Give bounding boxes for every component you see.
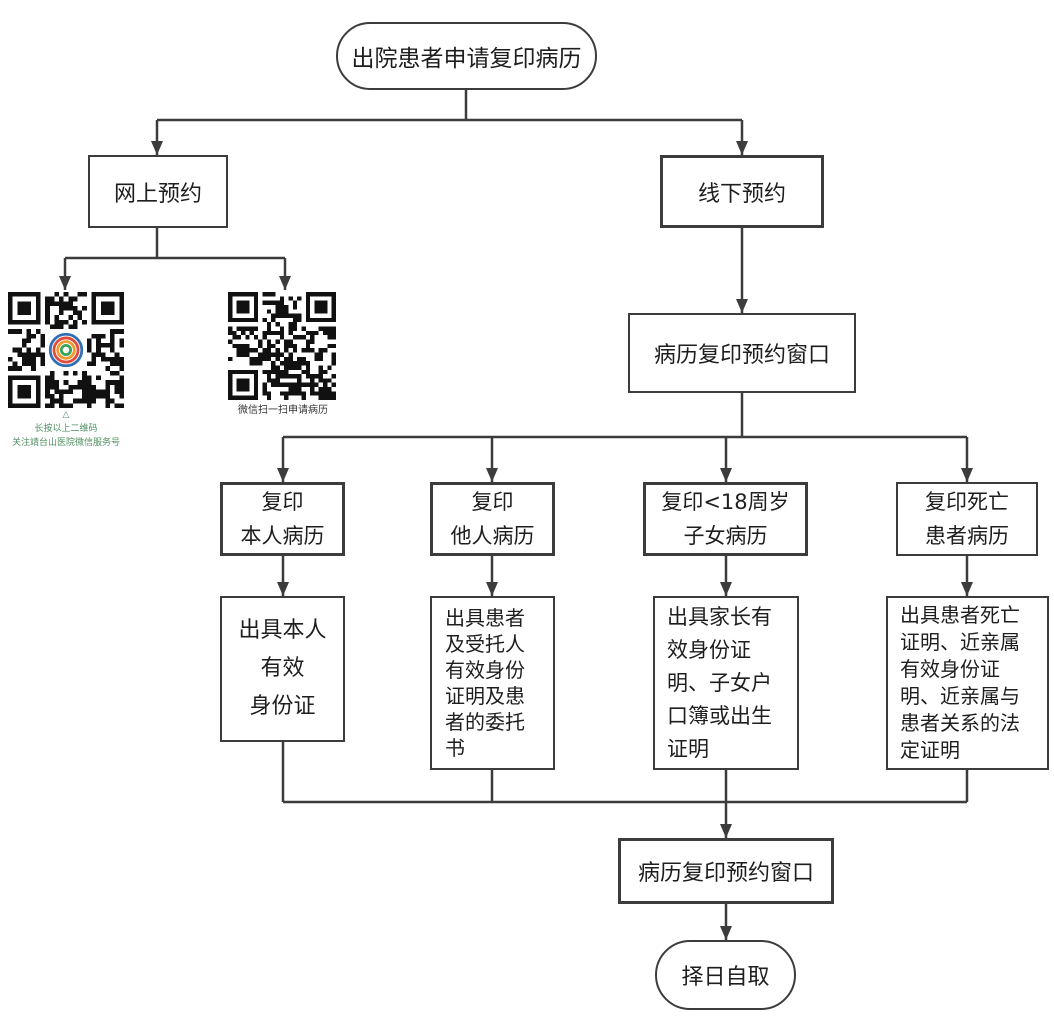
qr-account-caption-line: 关注靖台山医院微信服务号 [11, 438, 120, 448]
wechat-apply-qr-code [228, 292, 336, 400]
end-label: 择日自取 [681, 965, 770, 990]
requirement-line: 证明、近亲属 [900, 630, 1020, 654]
start-label: 出院患者申请复印病历 [351, 46, 582, 72]
case-minor-node: 复印<18周岁 子女病历 [643, 482, 808, 556]
requirement-line: 口簿或出生 [667, 703, 772, 728]
final-window-label: 病历复印预约窗口 [637, 861, 814, 886]
offline-booking-label: 线下预约 [697, 181, 786, 207]
requirement-line: 证明及患 [445, 684, 525, 708]
booking-window-node: 病历复印预约窗口 [628, 313, 856, 393]
requirement-line: 及受托人 [445, 632, 525, 656]
case-title-line: 复印 [261, 490, 304, 514]
online-booking-label: 网上预约 [113, 181, 202, 207]
requirement-line: 有效 [260, 656, 305, 681]
qr-account-caption-line: 长按以上二维码 [34, 424, 98, 434]
final-window-node: 病历复印预约窗口 [618, 838, 834, 904]
case-title-line: 患者病历 [925, 524, 1009, 548]
requirement-line: 出具患者死亡 [900, 603, 1020, 627]
requirement-line: 出具家长有 [667, 604, 772, 629]
requirement-line: 证明 [667, 736, 709, 761]
qr-account-marker: △ [62, 410, 70, 420]
case-self-node: 复印 本人病历 [220, 482, 345, 556]
requirement-minor-node: 出具家长有 效身份证 明、子女户 口簿或出生 证明 [653, 596, 799, 770]
requirement-line: 定证明 [900, 738, 960, 762]
requirement-line: 书 [445, 736, 465, 760]
requirement-line: 明、近亲属与 [900, 684, 1020, 708]
requirement-line: 效身份证 [667, 637, 751, 662]
case-title-line: 本人病历 [240, 524, 325, 548]
case-other-node: 复印 他人病历 [430, 482, 555, 556]
end-node: 择日自取 [655, 940, 796, 1010]
requirement-deceased-node: 出具患者死亡 证明、近亲属 有效身份证 明、近亲属与 患者关系的法 定证明 [886, 596, 1049, 770]
requirement-line: 有效身份 [445, 658, 525, 682]
requirement-line: 者的委托 [445, 710, 525, 734]
qr-account-caption: △ 长按以上二维码 关注靖台山医院微信服务号 [0, 408, 132, 450]
requirement-line: 身份证 [249, 694, 316, 719]
requirement-line: 出具本人 [238, 618, 327, 643]
booking-window-label: 病历复印预约窗口 [653, 343, 830, 368]
online-booking-node: 网上预约 [88, 155, 228, 228]
requirement-line: 明、子女户 [667, 670, 772, 695]
case-title-line: 他人病历 [450, 524, 535, 548]
wechat-account-qr-code [8, 292, 124, 408]
requirement-line: 有效身份证 [900, 657, 1000, 681]
requirement-other-node: 出具患者 及受托人 有效身份 证明及患 者的委托 书 [430, 596, 555, 770]
case-title-line: 复印 [471, 490, 514, 514]
case-title-line: 复印<18周岁 [661, 490, 790, 514]
requirement-line: 患者关系的法 [900, 711, 1020, 735]
case-deceased-node: 复印死亡 患者病历 [896, 482, 1038, 556]
requirement-self-node: 出具本人 有效 身份证 [220, 596, 345, 742]
requirement-line: 出具患者 [445, 606, 525, 630]
case-title-line: 子女病历 [683, 524, 768, 548]
offline-booking-node: 线下预约 [660, 155, 824, 228]
qr-apply-caption-line: 微信扫一扫申请病历 [238, 405, 328, 416]
case-title-line: 复印死亡 [925, 490, 1009, 514]
qr-apply-caption: 微信扫一扫申请病历 [218, 404, 348, 418]
start-node: 出院患者申请复印病历 [336, 22, 597, 90]
